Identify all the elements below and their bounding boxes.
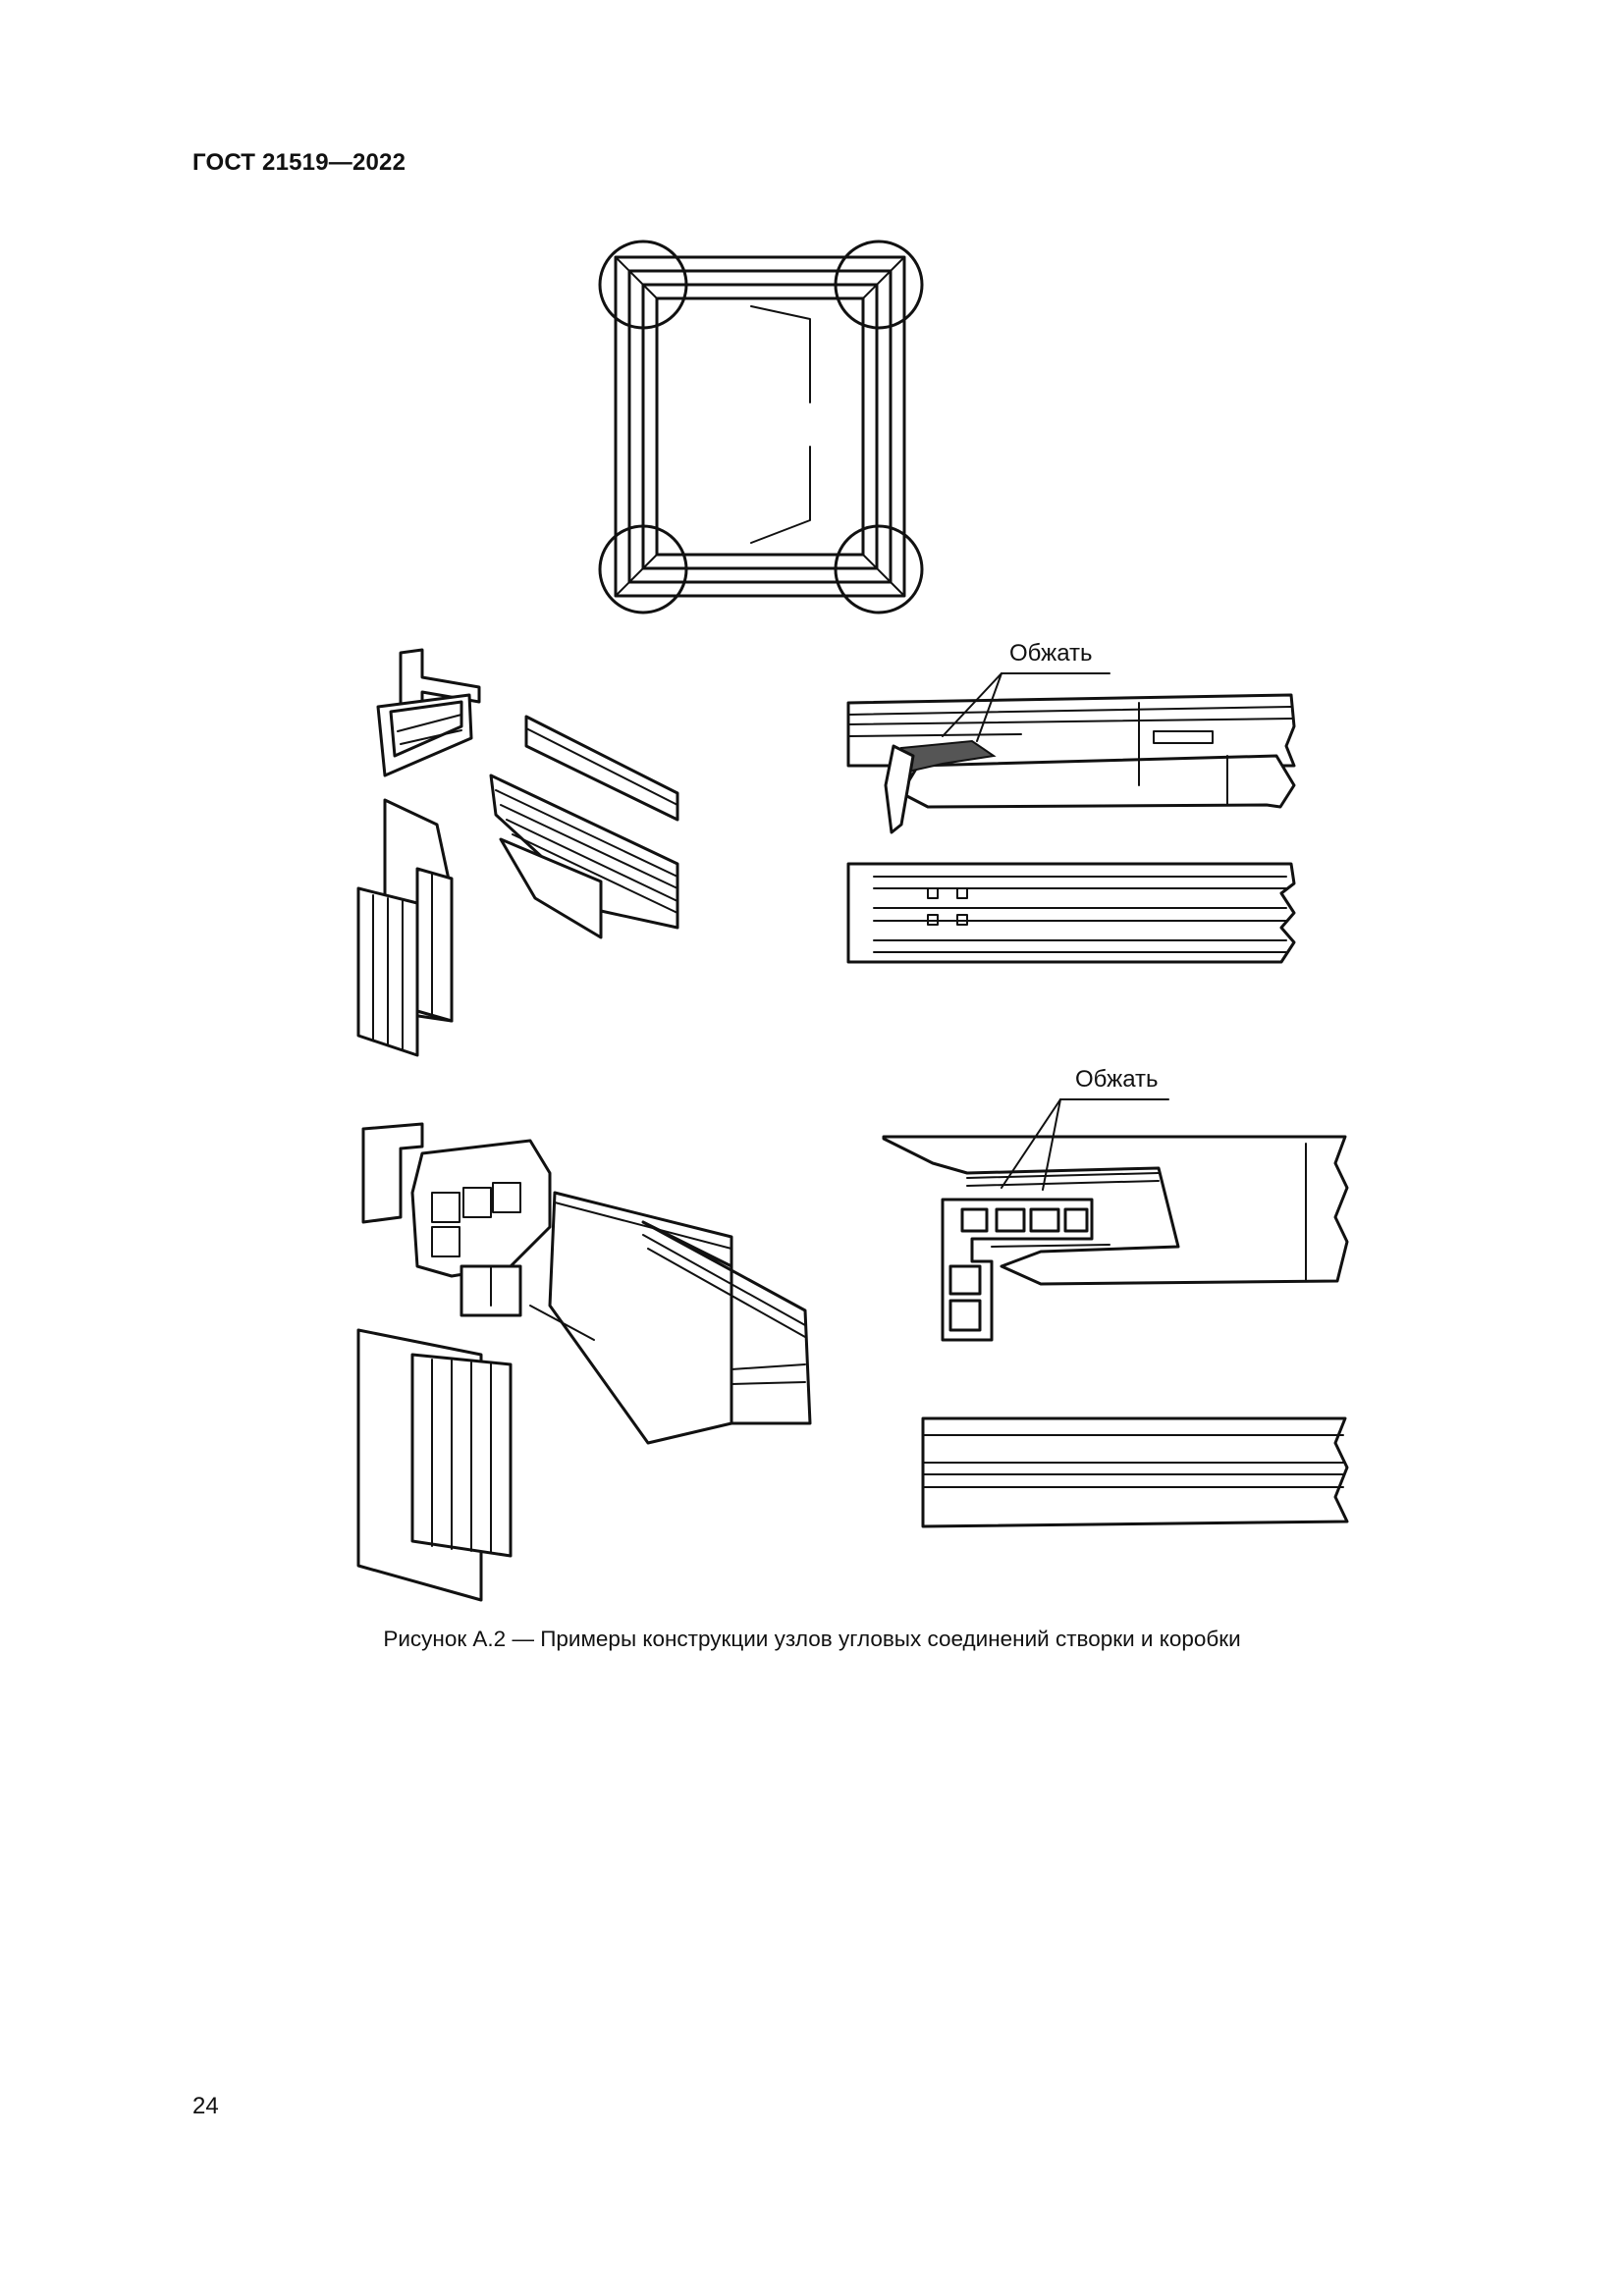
corner-joint-isometric-1 xyxy=(356,648,679,1057)
section-view-1 xyxy=(846,672,1296,964)
corner-circle-top-right xyxy=(834,240,924,330)
callout-crimp-1: Обжать xyxy=(1009,640,1093,667)
corner-joint-isometric-2 xyxy=(356,1122,812,1602)
figure-drawing xyxy=(356,240,1349,1602)
figure-caption: Рисунок А.2 — Примеры конструкции узлов … xyxy=(383,1627,1241,1651)
section-view-2 xyxy=(882,1098,1349,1528)
page-number: 24 xyxy=(192,2093,219,2119)
corner-circle-bottom-right xyxy=(834,524,924,614)
document-header: ГОСТ 21519—2022 xyxy=(192,149,406,176)
window-frame-diagram xyxy=(598,240,924,614)
corner-circle-bottom-left xyxy=(598,524,688,614)
callout-crimp-2: Обжать xyxy=(1075,1066,1159,1093)
corner-circle-top-left xyxy=(598,240,688,330)
figure-a2: Обжать Обжать xyxy=(356,240,1349,1602)
